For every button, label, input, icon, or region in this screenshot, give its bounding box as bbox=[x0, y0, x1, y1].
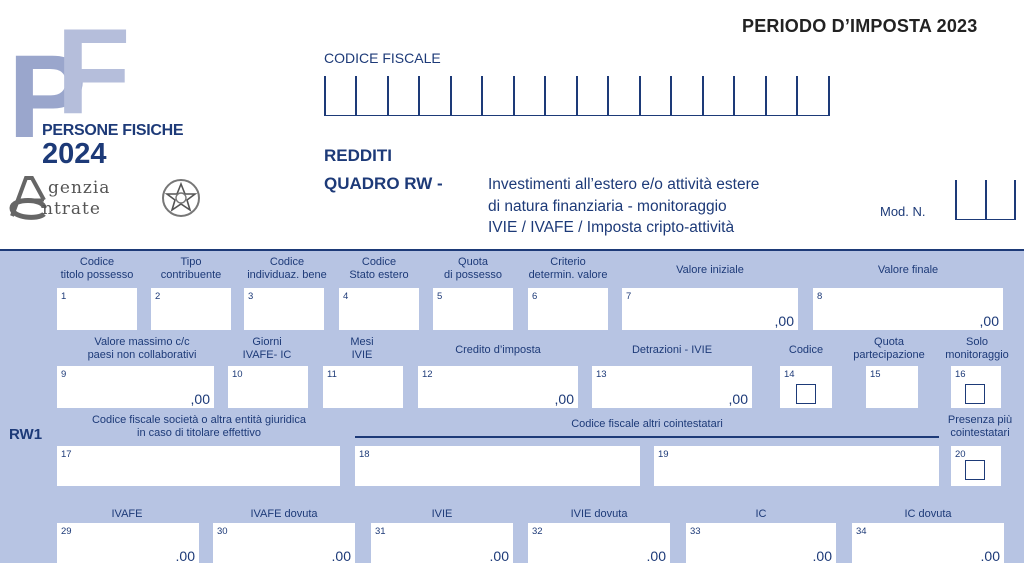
field-7-input[interactable]: 7,00 bbox=[622, 288, 798, 330]
field-16-input: 16 bbox=[951, 366, 1001, 408]
field-14-checkbox[interactable] bbox=[796, 384, 816, 404]
quadro-desc-line1: Investimenti all’estero e/o attività est… bbox=[488, 176, 760, 193]
pf-logo-year: 2024 bbox=[42, 138, 107, 170]
field-30-label: IVAFE dovuta bbox=[250, 508, 318, 520]
field-13-input[interactable]: 13,00 bbox=[592, 366, 752, 408]
field-14-input: 14 bbox=[780, 366, 832, 408]
form-header: P F PERSONE FISICHE 2024 genzia ntrate P… bbox=[0, 0, 1024, 250]
field-2-input[interactable]: 2 bbox=[151, 288, 231, 330]
field-15-input[interactable]: 15 bbox=[866, 366, 918, 408]
field-3-input[interactable]: 3 bbox=[244, 288, 324, 330]
field-31-input[interactable]: 31.00 bbox=[371, 523, 513, 563]
agenzia-entrate-logo: genzia ntrate bbox=[8, 172, 203, 224]
mod-n-label: Mod. N. bbox=[880, 204, 926, 219]
quadro-desc-line2: di natura finanziaria - monitoraggio bbox=[488, 198, 727, 215]
field-5-input[interactable]: 5 bbox=[433, 288, 513, 330]
field-34-label: IC dovuta bbox=[904, 508, 952, 520]
pf-logo-letter-p: P bbox=[8, 31, 87, 163]
field-11-input[interactable]: 11 bbox=[323, 366, 403, 408]
quadro-title: QUADRO RW - bbox=[324, 174, 443, 193]
field-7-label: Valore iniziale bbox=[676, 264, 744, 276]
field-8-input[interactable]: 8,00 bbox=[813, 288, 1003, 330]
field-29-input[interactable]: 29.00 bbox=[57, 523, 199, 563]
field-31-label: IVIE bbox=[431, 508, 453, 520]
agenzia-word: genzia bbox=[48, 178, 111, 198]
field-9-input[interactable]: 9,00 bbox=[57, 366, 214, 408]
field-20-input: 20 bbox=[951, 446, 1001, 486]
field-6-input[interactable]: 6 bbox=[528, 288, 608, 330]
periodo-imposta: PERIODO D’IMPOSTA 2023 bbox=[742, 16, 978, 36]
field-16-checkbox[interactable] bbox=[965, 384, 985, 404]
mod-n-input[interactable] bbox=[955, 180, 1016, 220]
field-4-input[interactable]: 4 bbox=[339, 288, 419, 330]
pf-logo-letter-f: F bbox=[56, 3, 131, 139]
field-34-input[interactable]: 34.00 bbox=[852, 523, 1004, 563]
entrate-word: ntrate bbox=[42, 199, 101, 219]
field-17-input[interactable]: 17 bbox=[57, 446, 340, 486]
field-29-label: IVAFE bbox=[111, 508, 143, 520]
field-19-input[interactable]: 19 bbox=[654, 446, 939, 486]
field-33-input[interactable]: 33.00 bbox=[686, 523, 836, 563]
agenzia-a-e-mark-icon bbox=[9, 176, 47, 220]
field-14-label: Codice bbox=[788, 344, 824, 356]
field-1-input[interactable]: 1 bbox=[57, 288, 137, 330]
field-12-input[interactable]: 12,00 bbox=[418, 366, 578, 408]
codice-fiscale-input[interactable] bbox=[324, 76, 830, 116]
italian-emblem-icon bbox=[162, 179, 200, 217]
field-17-label: Codice fiscale società o altra entità gi… bbox=[91, 414, 306, 439]
quadro-desc-line3: IVIE / IVAFE / Imposta cripto-attività bbox=[488, 219, 735, 236]
field-8-label: Valore finale bbox=[877, 264, 939, 276]
field-32-input[interactable]: 32.00 bbox=[528, 523, 670, 563]
cointestatari-divider bbox=[355, 436, 939, 438]
redditi-title: REDDITI bbox=[324, 146, 392, 165]
row-label-rw1: RW1 bbox=[9, 426, 43, 443]
field-33-label: IC bbox=[755, 508, 767, 520]
codice-fiscale-label: CODICE FISCALE bbox=[324, 50, 441, 66]
field-20-checkbox[interactable] bbox=[965, 460, 985, 480]
field-10-input[interactable]: 10 bbox=[228, 366, 308, 408]
field-32-label: IVIE dovuta bbox=[570, 508, 628, 520]
field-13-label: Detrazioni - IVIE bbox=[631, 344, 713, 356]
field-18-input[interactable]: 18 bbox=[355, 446, 640, 486]
cointestatari-label: Codice fiscale altri cointestatari bbox=[571, 418, 723, 430]
pf-logo-persone: PERSONE FISICHE bbox=[42, 122, 184, 139]
field-12-label: Credito d’imposta bbox=[455, 344, 541, 356]
field-30-input[interactable]: 30.00 bbox=[213, 523, 355, 563]
